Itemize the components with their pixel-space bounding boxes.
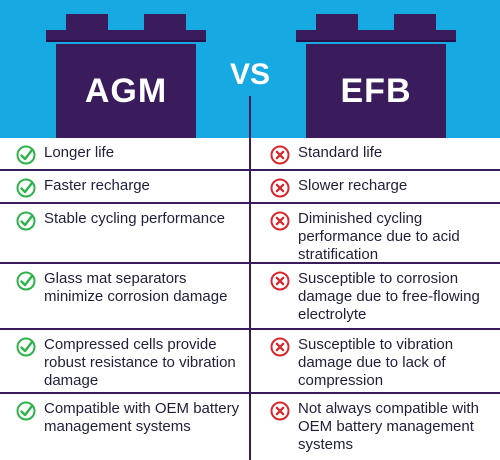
check-circle-icon [16, 145, 36, 165]
x-circle-icon [270, 401, 290, 421]
column-divider [249, 96, 251, 460]
battery-lid [46, 30, 206, 42]
agm-text: Faster recharge [44, 177, 150, 194]
efb-battery-icon: EFB [296, 14, 456, 138]
agm-cell: Longer life [0, 138, 250, 169]
agm-cell: Compatible with OEM battery management s… [0, 394, 250, 458]
agm-cell: Stable cycling performance [0, 204, 250, 262]
x-circle-icon [270, 337, 290, 357]
agm-text: Compatible with OEM battery management s… [44, 400, 240, 435]
battery-lid [296, 30, 456, 42]
agm-cell: Compressed cells provide robust resistan… [0, 330, 250, 392]
table-row: Compatible with OEM battery management s… [0, 394, 500, 458]
agm-text: Compressed cells provide robust resistan… [44, 336, 236, 389]
battery-terminal [316, 14, 358, 30]
agm-battery-icon: AGM [46, 14, 206, 138]
vs-label: VS [229, 58, 271, 91]
check-circle-icon [16, 401, 36, 421]
x-circle-icon [270, 211, 290, 231]
agm-text: Stable cycling performance [44, 210, 225, 227]
x-circle-icon [270, 271, 290, 291]
efb-cell: Slower recharge [250, 171, 500, 202]
efb-text: Standard life [298, 144, 383, 161]
agm-cell: Faster recharge [0, 171, 250, 202]
efb-cell: Standard life [250, 138, 500, 169]
efb-text: Diminished cycling performance due to ac… [298, 210, 460, 263]
battery-terminal [66, 14, 108, 30]
efb-text: Susceptible to vibration damage due to l… [298, 336, 454, 389]
battery-terminal [144, 14, 186, 30]
agm-text: Glass mat separators minimize corrosion … [44, 270, 228, 305]
efb-cell: Susceptible to corrosion damage due to f… [250, 264, 500, 328]
efb-text: Slower recharge [298, 177, 408, 194]
check-circle-icon [16, 271, 36, 291]
agm-cell: Glass mat separators minimize corrosion … [0, 264, 250, 328]
agm-label: AGM [84, 71, 168, 110]
efb-text: Susceptible to corrosion damage due to f… [298, 270, 480, 323]
efb-cell: Diminished cycling performance due to ac… [250, 204, 500, 263]
check-circle-icon [16, 337, 36, 357]
battery-terminal [394, 14, 436, 30]
check-circle-icon [16, 211, 36, 231]
check-circle-icon [16, 178, 36, 198]
agm-text: Longer life [44, 144, 115, 161]
x-circle-icon [270, 178, 290, 198]
battery-body: EFB [306, 44, 446, 138]
battery-body: AGM [56, 44, 196, 138]
efb-label: EFB [340, 71, 412, 110]
x-circle-icon [270, 145, 290, 165]
header-banner: AGM VS EFB [0, 0, 500, 138]
efb-cell: Not always compatible with OEM battery m… [250, 394, 500, 458]
efb-text: Not always compatible with OEM battery m… [298, 400, 479, 453]
efb-cell: Susceptible to vibration damage due to l… [250, 330, 500, 392]
